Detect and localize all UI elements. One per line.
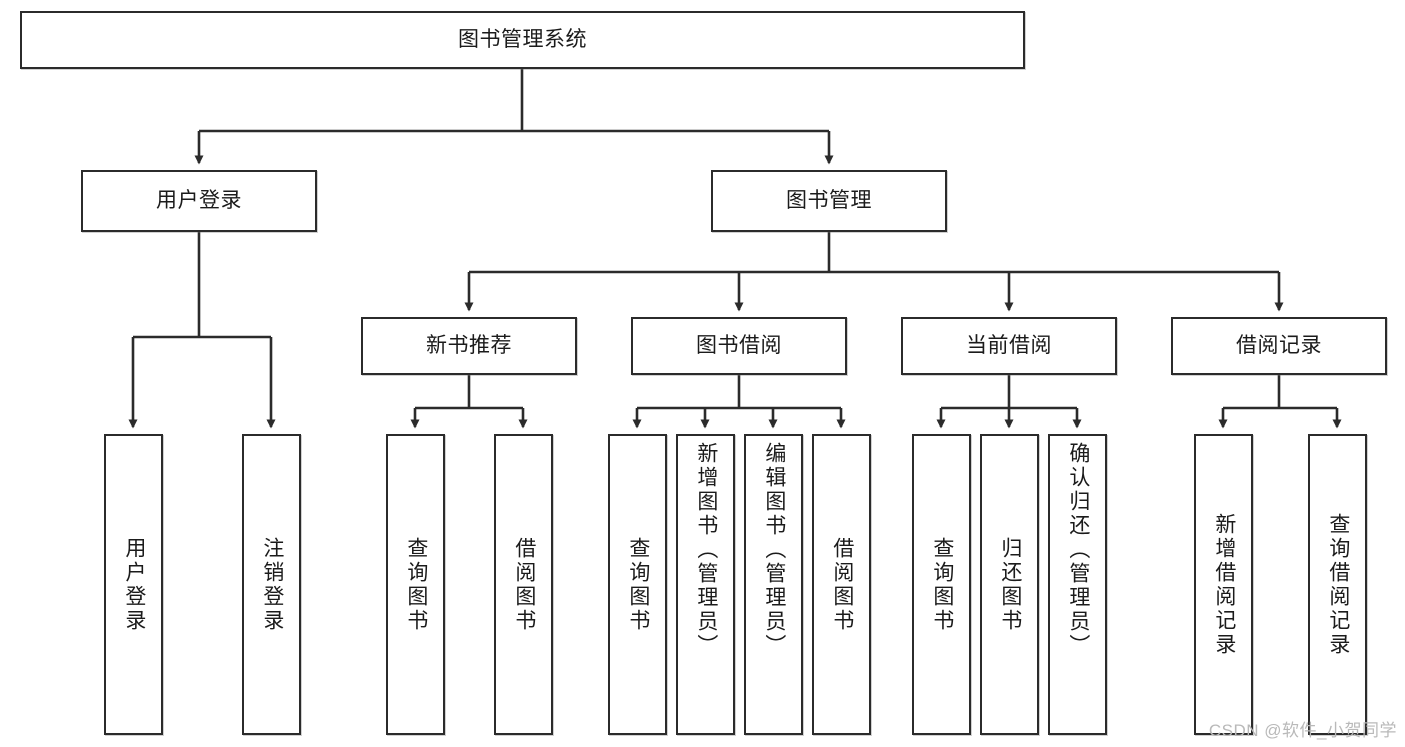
node-root-system[interactable]: 图书管理系统	[20, 11, 1025, 69]
node-leaf-query-book-3[interactable]: 查询图书	[912, 434, 971, 735]
node-label: 查询图书	[404, 536, 428, 633]
node-label: 新增图书（管理员）	[694, 442, 718, 658]
node-book-management[interactable]: 图书管理	[711, 170, 947, 232]
node-label: 归还图书	[998, 536, 1022, 633]
node-label: 用户登录	[156, 188, 242, 212]
node-new-book-recommend[interactable]: 新书推荐	[361, 317, 577, 375]
node-label: 借阅图书	[512, 536, 536, 633]
watermark: CSDN @软件_小贺同学	[1208, 721, 1397, 740]
node-label: 用户登录	[122, 536, 146, 633]
node-leaf-edit-book[interactable]: 编辑图书（管理员）	[744, 434, 803, 735]
node-label: 图书管理	[786, 188, 872, 212]
node-label: 编辑图书（管理员）	[762, 442, 786, 658]
node-label: 图书管理系统	[458, 27, 587, 51]
node-current-borrow[interactable]: 当前借阅	[901, 317, 1117, 375]
node-leaf-query-book-1[interactable]: 查询图书	[386, 434, 445, 735]
node-label: 查询图书	[930, 536, 954, 633]
node-leaf-add-record[interactable]: 新增借阅记录	[1194, 434, 1253, 735]
node-label: 当前借阅	[966, 333, 1052, 357]
node-book-borrow[interactable]: 图书借阅	[631, 317, 847, 375]
node-label: 确认归还（管理员）	[1066, 442, 1090, 658]
node-leaf-logout[interactable]: 注销登录	[242, 434, 301, 735]
node-leaf-add-book[interactable]: 新增图书（管理员）	[676, 434, 735, 735]
node-leaf-confirm-return[interactable]: 确认归还（管理员）	[1048, 434, 1107, 735]
node-label: 新增借阅记录	[1212, 512, 1236, 657]
node-leaf-borrow-book-2[interactable]: 借阅图书	[812, 434, 871, 735]
node-leaf-query-record[interactable]: 查询借阅记录	[1308, 434, 1367, 735]
node-label: 查询图书	[626, 536, 650, 633]
node-leaf-user-login[interactable]: 用户登录	[104, 434, 163, 735]
node-label: 注销登录	[260, 536, 284, 633]
node-leaf-query-book-2[interactable]: 查询图书	[608, 434, 667, 735]
node-label: 借阅记录	[1236, 333, 1322, 357]
node-label: 借阅图书	[830, 536, 854, 633]
node-label: 新书推荐	[426, 333, 512, 357]
node-label: 查询借阅记录	[1326, 512, 1350, 657]
node-leaf-return-book[interactable]: 归还图书	[980, 434, 1039, 735]
node-user-login[interactable]: 用户登录	[81, 170, 317, 232]
node-leaf-borrow-book-1[interactable]: 借阅图书	[494, 434, 553, 735]
node-borrow-record[interactable]: 借阅记录	[1171, 317, 1387, 375]
node-label: 图书借阅	[696, 333, 782, 357]
